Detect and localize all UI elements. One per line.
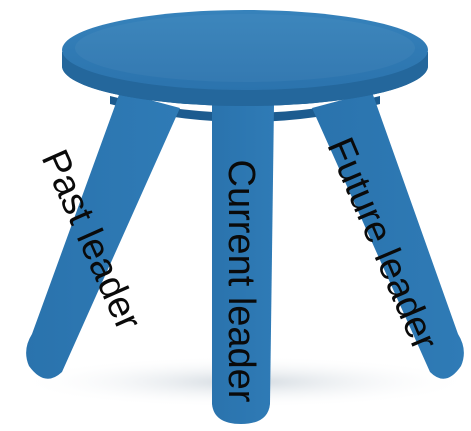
leg-label-current: Current leader <box>220 160 262 403</box>
leg-past: Past leader <box>26 92 180 379</box>
leg-current: Current leader <box>212 104 274 424</box>
stool-seat <box>62 10 428 106</box>
leg-future: Future leader <box>312 92 464 379</box>
